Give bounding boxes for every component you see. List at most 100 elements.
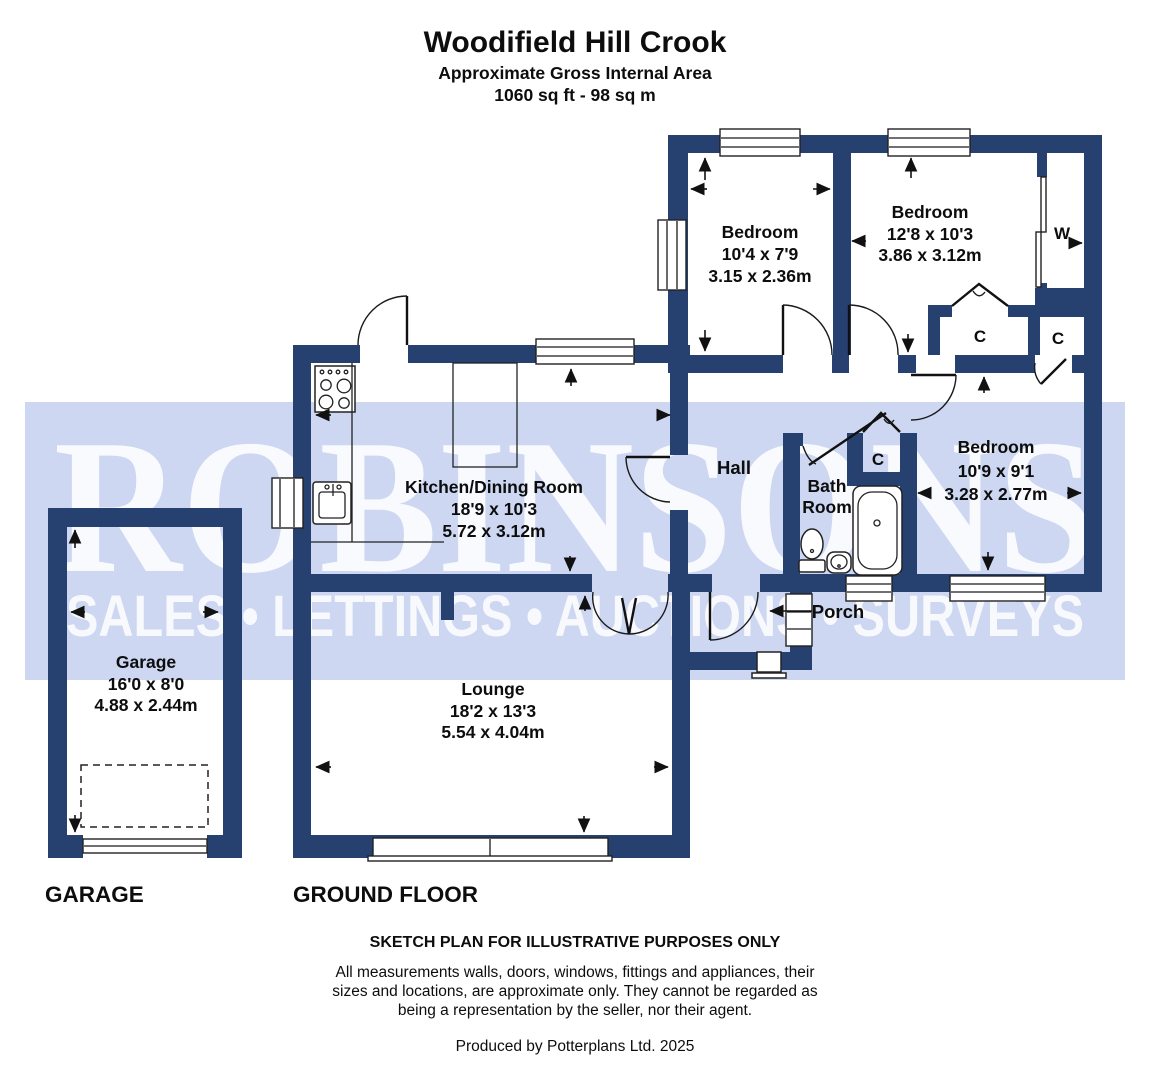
wall-segment [783,433,800,574]
fixtures [80,362,903,828]
bedroom3-door [910,373,957,421]
garage-size-metric: 4.88 x 2.44m [94,695,197,715]
lounge-size-metric: 5.54 x 4.04m [441,722,544,742]
wardrobe-sliding-doors [1035,176,1047,288]
watermark-background [25,402,1125,680]
kitchen-top-window [535,338,635,365]
watermark-band: ROBINSONS SALES • LETTINGS • AUCTIONS • … [25,400,1125,680]
garage-size-imperial: 16'0 x 8'0 [108,674,185,694]
wall-segment [441,592,454,620]
bedroom3-window [949,575,1046,602]
kitchen-back-door [357,295,409,346]
room-labels: Bedroom 10'4 x 7'9 3.15 x 2.36m Bedroom … [94,202,1071,742]
plan-header: Woodifield Hill Crook Approximate Gross … [424,26,727,105]
bedroom2-door [847,304,899,356]
wall-segment [48,508,242,527]
lounge-window [367,837,613,862]
kitchen-hall-door [625,455,671,503]
wall-segment [955,355,1035,373]
kitchen-unit-outline [452,362,518,468]
wall-segment [690,652,757,670]
cupboard1-label: C [974,327,986,346]
wall-segment [670,363,688,455]
bedroom2-size-imperial: 12'8 x 10'3 [887,224,973,244]
wall-segment [48,508,67,858]
bedroom2-name: Bedroom [892,202,969,222]
wall-segment [672,592,690,858]
toilet-icon [798,528,826,573]
hall-name: Hall [717,457,751,478]
lounge-size-imperial: 18'2 x 13'3 [450,701,536,721]
plan-subtitle: Approximate Gross Internal Area [438,63,712,83]
wall-segment [668,355,783,373]
cupboard2-door [1033,358,1067,385]
producer-credit: Produced by Potterplans Ltd. 2025 [456,1038,695,1055]
kitchen-size-imperial: 18'9 x 10'3 [451,499,537,519]
wall-segment [783,433,803,446]
wall-segment [223,508,242,858]
bathroom-cupboard-label: C [872,450,884,469]
plan-area: 1060 sq ft - 98 sq m [494,85,655,105]
wall-openings [360,344,408,364]
wall-segment [833,153,851,355]
disclaimer-line-1: All measurements walls, doors, windows, … [335,964,814,981]
walls [48,135,1102,858]
wall-segment [928,305,940,355]
watermark-services-text: SALES • LETTINGS • AUCTIONS • SURVEYS [66,584,1084,649]
wall-segment [668,574,712,592]
cupboard1-bifold-doors [951,282,1009,307]
ground-floor-section-label: GROUND FLOOR [293,882,478,907]
bathtub-icon [852,485,903,576]
wall-segment [293,574,592,592]
windows [82,128,1047,862]
porch-door [708,591,759,641]
wall-segment [847,472,917,486]
section-labels: GARAGE GROUND FLOOR [45,882,478,907]
wall-segment [1008,305,1028,317]
dimension-arrows [68,157,1083,833]
wardrobe-label: W [1054,224,1071,243]
bedroom2-size-metric: 3.86 x 3.12m [878,245,981,265]
sink-icon [312,481,352,525]
kitchen-side-window [271,477,304,529]
bedroom1-top-window [719,128,801,157]
bedroom1-door [781,304,833,356]
plan-title: Woodifield Hill Crook [424,26,727,59]
porch-step [751,651,787,679]
kitchen-counter-line [311,363,444,543]
wall-segment [670,510,688,574]
plan-footer: SKETCH PLAN FOR ILLUSTRATIVE PURPOSES ON… [332,934,818,1055]
bedroom3-name: Bedroom [958,437,1035,457]
wall-segment [900,433,917,574]
wall-segment [898,355,916,373]
wall-segment [1037,153,1047,177]
wall-segment [1028,305,1040,355]
wall-segment [1072,355,1102,373]
wall-segment [1035,288,1084,307]
bathroom-name-line2: Room [802,497,852,517]
kitchen-name: Kitchen/Dining Room [405,477,583,497]
bedroom3-size-metric: 3.28 x 2.77m [944,484,1047,504]
garage-door [82,835,208,858]
disclaimer-line-2: sizes and locations, are approximate onl… [332,983,818,1000]
bedroom1-size-metric: 3.15 x 2.36m [708,266,811,286]
bathroom-cupboard-bifold-doors [862,411,901,433]
kitchen-size-metric: 5.72 x 3.12m [442,521,545,541]
wall-segment [1040,305,1084,317]
doors [357,282,1067,641]
garage-name: Garage [116,652,177,672]
hob-icon [314,365,356,413]
lounge-french-doors [591,591,669,635]
disclaimer-line-3: being a representation by the seller, no… [398,1002,752,1019]
kitchen-back-door-opening [360,344,408,364]
wall-segment [832,355,849,373]
bathroom-name-line1: Bath [808,476,847,496]
basin-icon [826,551,852,574]
bedroom1-side-window [657,219,687,291]
garage-door-swing-dashed [80,764,209,828]
lounge-name: Lounge [461,679,524,699]
cupboard2-label: C [1052,329,1064,348]
bedroom1-name: Bedroom [722,222,799,242]
